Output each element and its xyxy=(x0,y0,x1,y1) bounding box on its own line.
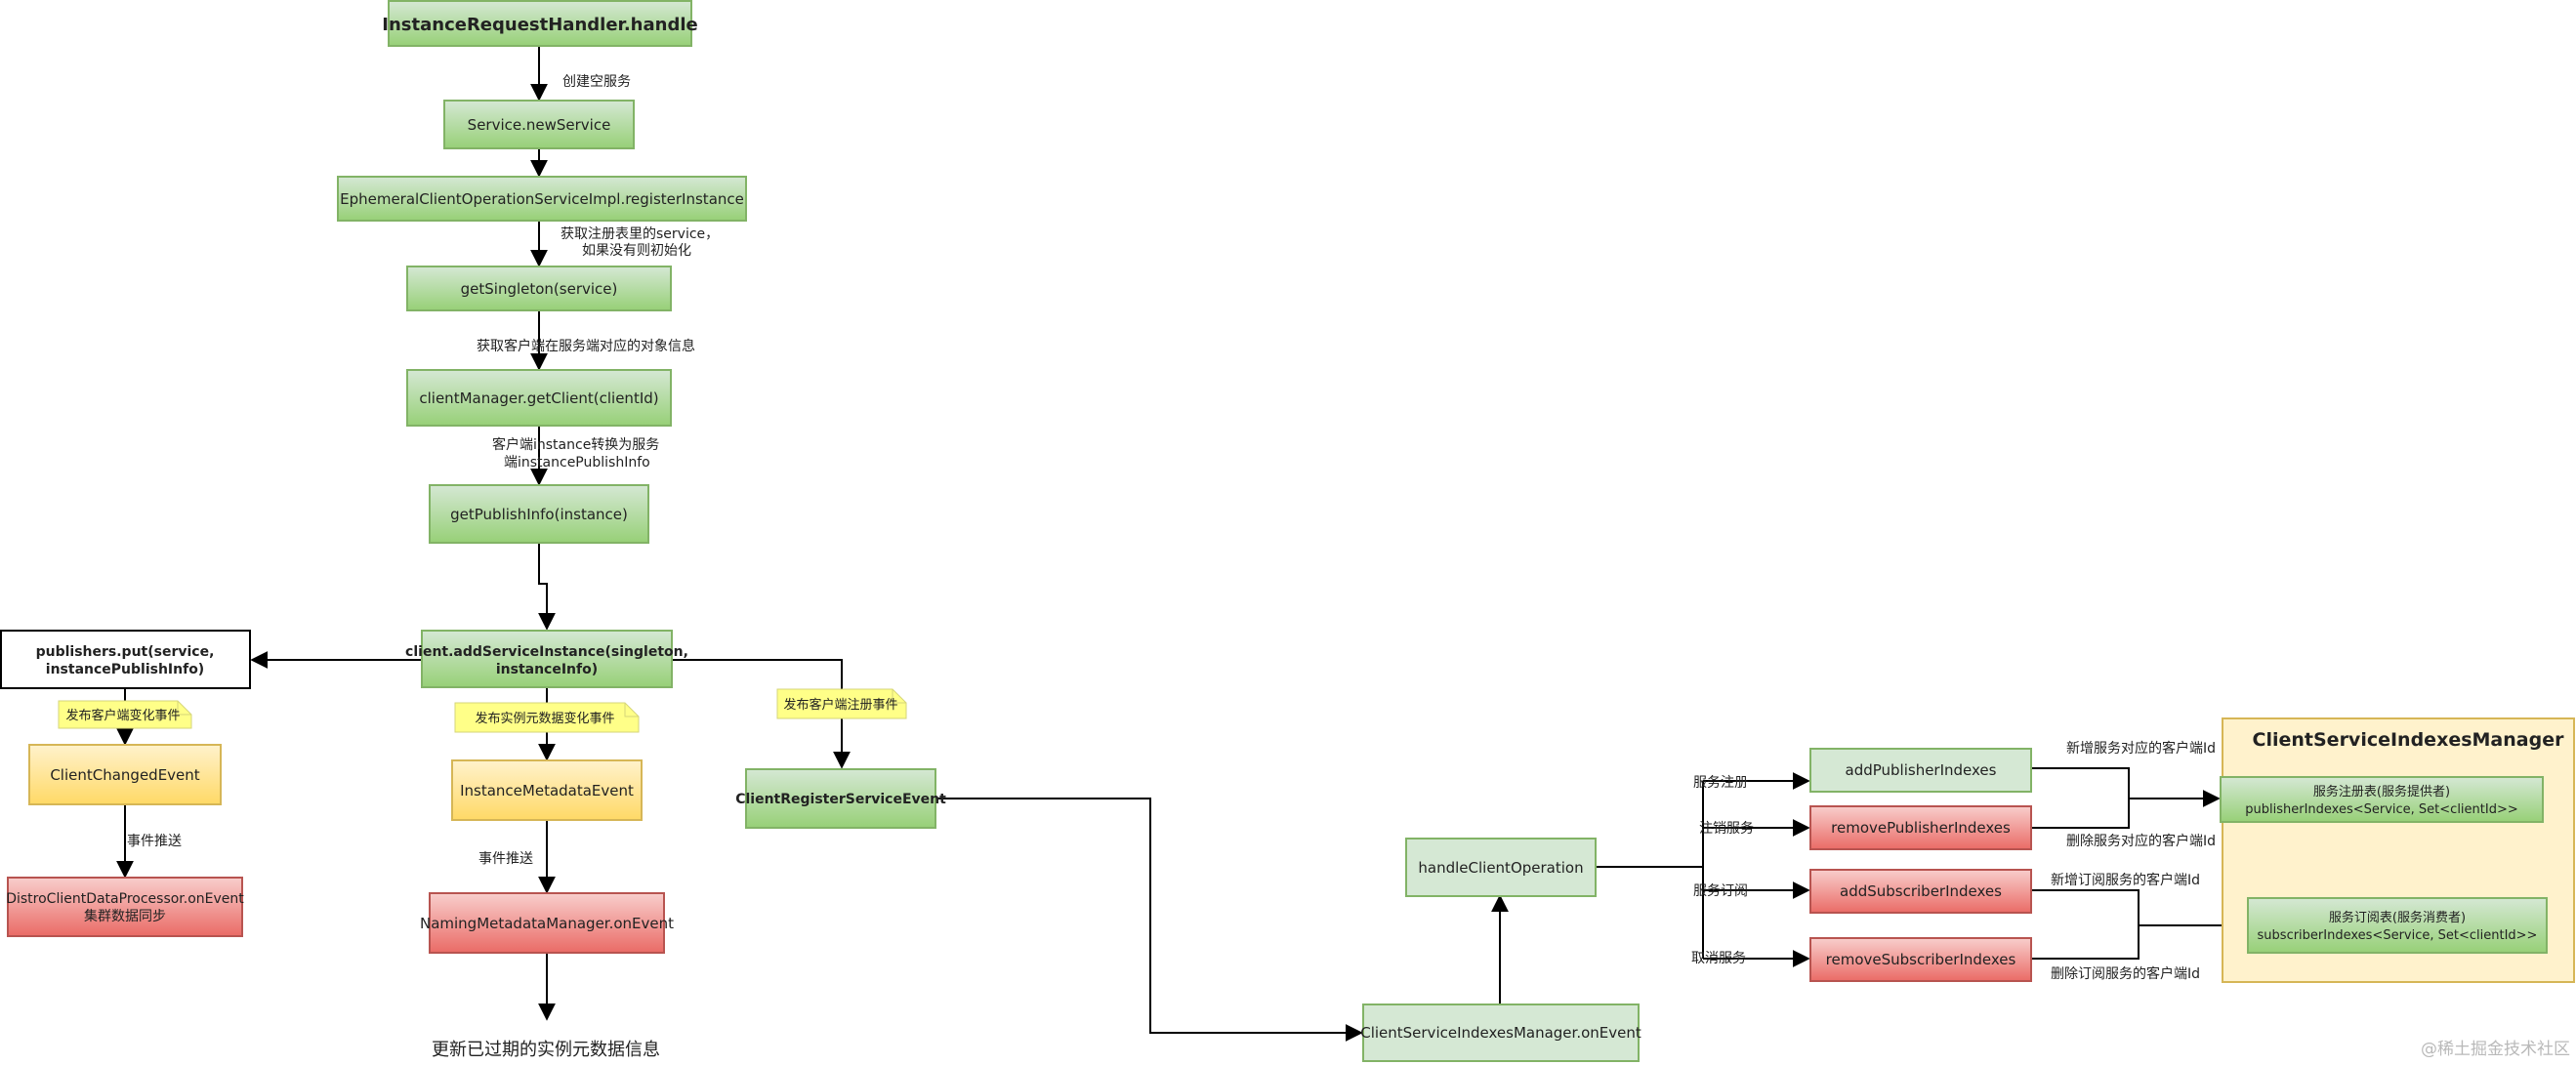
publisher-table-line2: publisherIndexes<Service, Set<clientId>> xyxy=(2245,802,2518,817)
subscriber-table-node[interactable]: 服务订阅表(服务消费者) subscriberIndexes<Service, … xyxy=(2247,897,2548,954)
node-add-publisher-indexes-label: addPublisherIndexes xyxy=(1846,761,1997,779)
label-get-client-info: 获取客户端在服务端对应的对象信息 xyxy=(477,338,695,354)
edge-addpub-merge xyxy=(2031,767,2130,829)
node-instance-metadata-event-label: InstanceMetadataEvent xyxy=(460,782,634,799)
node-remove-publisher-indexes[interactable]: removePublisherIndexes xyxy=(1809,805,2032,850)
label-update-expired: 更新已过期的实例元数据信息 xyxy=(432,1040,660,1060)
node-remove-subscriber-indexes-label: removeSubscriberIndexes xyxy=(1826,951,2016,968)
node-publishers-put-line1: publishers.put(service, xyxy=(36,644,215,660)
edge-sub-merge xyxy=(2031,889,2140,960)
node-register-instance-label: EphemeralClientOperationServiceImpl.regi… xyxy=(340,190,744,208)
note-client-change: 发布客户端变化事件 xyxy=(58,700,192,729)
node-publishers-put[interactable]: publishers.put(service, instancePublishI… xyxy=(0,630,251,689)
note-metadata-change-label: 发布实例元数据变化事件 xyxy=(475,711,614,726)
node-client-service-indexes-onevent-label: ClientServiceIndexesManager.onEvent xyxy=(1360,1024,1641,1042)
node-remove-publisher-indexes-label: removePublisherIndexes xyxy=(1831,819,2011,837)
node-get-singleton[interactable]: getSingleton(service) xyxy=(406,266,672,311)
node-remove-subscriber-indexes[interactable]: removeSubscriberIndexes xyxy=(1809,937,2032,982)
note-metadata-change: 发布实例元数据变化事件 xyxy=(454,702,640,733)
node-handle[interactable]: InstanceRequestHandler.handle xyxy=(382,0,698,47)
edge-registerevent-to-indexesonevent xyxy=(935,798,1363,1042)
node-client-register-service-event[interactable]: ClientRegisterServiceEvent xyxy=(735,768,946,829)
node-new-service-label: Service.newService xyxy=(468,116,611,134)
label-add-pub-client: 新增服务对应的客户端Id xyxy=(2066,740,2216,757)
publisher-table-line1: 服务注册表(服务提供者) xyxy=(2313,784,2450,799)
label-add-sub-client: 新增订阅服务的客户端Id xyxy=(2051,872,2200,888)
note-client-register: 发布客户端注册事件 xyxy=(776,688,907,719)
node-distro-client-data-processor[interactable]: DistroClientDataProcessor.onEvent 集群数据同步 xyxy=(6,877,244,937)
node-get-publish-info[interactable]: getPublishInfo(instance) xyxy=(429,484,649,544)
node-get-client[interactable]: clientManager.getClient(clientId) xyxy=(406,369,672,427)
note-client-register-label: 发布客户端注册事件 xyxy=(783,697,897,713)
node-publishers-put-line2: instancePublishInfo) xyxy=(46,662,204,677)
node-distro-line2: 集群数据同步 xyxy=(84,908,166,924)
node-handle-client-operation-label: handleClientOperation xyxy=(1418,859,1583,877)
node-client-register-service-event-label: ClientRegisterServiceEvent xyxy=(735,792,946,807)
node-add-publisher-indexes[interactable]: addPublisherIndexes xyxy=(1809,748,2032,793)
label-convert-line1: 客户端instance转换为服务 xyxy=(492,436,659,453)
label-get-registry-line1: 获取注册表里的service， xyxy=(561,226,719,242)
node-get-client-label: clientManager.getClient(clientId) xyxy=(419,389,658,407)
label-op-deregister: 注销服务 xyxy=(1699,821,1754,837)
node-new-service[interactable]: Service.newService xyxy=(443,100,635,149)
note-client-change-label: 发布客户端变化事件 xyxy=(65,708,180,723)
label-get-registry-line2: 如果没有则初始化 xyxy=(582,242,691,259)
label-event-push-mid: 事件推送 xyxy=(478,851,533,867)
subscriber-table-line2: subscriberIndexes<Service, Set<clientId>… xyxy=(2258,928,2538,943)
node-get-publish-info-label: getPublishInfo(instance) xyxy=(450,506,628,523)
edge-labels: 创建空服务 获取注册表里的service， 如果没有则初始化 获取客户端在服务端… xyxy=(127,74,2216,1060)
label-remove-pub-client: 删除服务对应的客户端Id xyxy=(2066,833,2216,849)
watermark: @稀土掘金技术社区 xyxy=(2421,1040,2570,1059)
node-client-service-indexes-onevent[interactable]: ClientServiceIndexesManager.onEvent xyxy=(1360,1004,1641,1062)
node-register-instance[interactable]: EphemeralClientOperationServiceImpl.regi… xyxy=(337,176,747,222)
node-add-service-instance-line1: client.addServiceInstance(singleton, xyxy=(405,644,688,660)
label-op-register: 服务注册 xyxy=(1693,775,1748,791)
client-service-indexes-manager-container: ClientServiceIndexesManager 服务注册表(服务提供者)… xyxy=(2220,717,2575,983)
publisher-table-node[interactable]: 服务注册表(服务提供者) publisherIndexes<Service, S… xyxy=(2220,776,2544,823)
node-add-service-instance[interactable]: client.addServiceInstance(singleton, ins… xyxy=(405,630,688,688)
node-add-subscriber-indexes[interactable]: addSubscriberIndexes xyxy=(1809,869,2032,914)
node-instance-metadata-event[interactable]: InstanceMetadataEvent xyxy=(451,759,643,821)
node-naming-metadata-manager-label: NamingMetadataManager.onEvent xyxy=(420,915,674,932)
node-add-service-instance-line2: instanceInfo) xyxy=(496,662,598,677)
node-handle-client-operation[interactable]: handleClientOperation xyxy=(1405,838,1597,897)
label-create-empty-service: 创建空服务 xyxy=(562,74,631,90)
node-client-changed-event[interactable]: ClientChangedEvent xyxy=(28,744,222,805)
node-add-subscriber-indexes-label: addSubscriberIndexes xyxy=(1840,882,2002,900)
node-get-singleton-label: getSingleton(service) xyxy=(461,280,618,298)
edge-publishinfo-to-addinstance xyxy=(538,543,556,631)
label-op-subscribe: 服务订阅 xyxy=(1693,883,1748,899)
node-handle-label: InstanceRequestHandler.handle xyxy=(382,15,697,35)
node-naming-metadata-manager[interactable]: NamingMetadataManager.onEvent xyxy=(420,892,674,954)
manager-title: ClientServiceIndexesManager xyxy=(2253,729,2565,751)
edge-addinstance-to-registerevent xyxy=(672,659,851,769)
label-op-unsubscribe: 取消服务 xyxy=(1691,951,1746,966)
node-distro-line1: DistroClientDataProcessor.onEvent xyxy=(6,891,244,907)
label-event-push-left: 事件推送 xyxy=(127,834,182,849)
label-convert-line2: 端instancePublishInfo xyxy=(504,455,650,471)
label-remove-sub-client: 删除订阅服务的客户端Id xyxy=(2051,965,2200,982)
connectors xyxy=(116,46,2248,1042)
subscriber-table-line1: 服务订阅表(服务消费者) xyxy=(2329,910,2466,925)
node-client-changed-event-label: ClientChangedEvent xyxy=(50,766,199,784)
